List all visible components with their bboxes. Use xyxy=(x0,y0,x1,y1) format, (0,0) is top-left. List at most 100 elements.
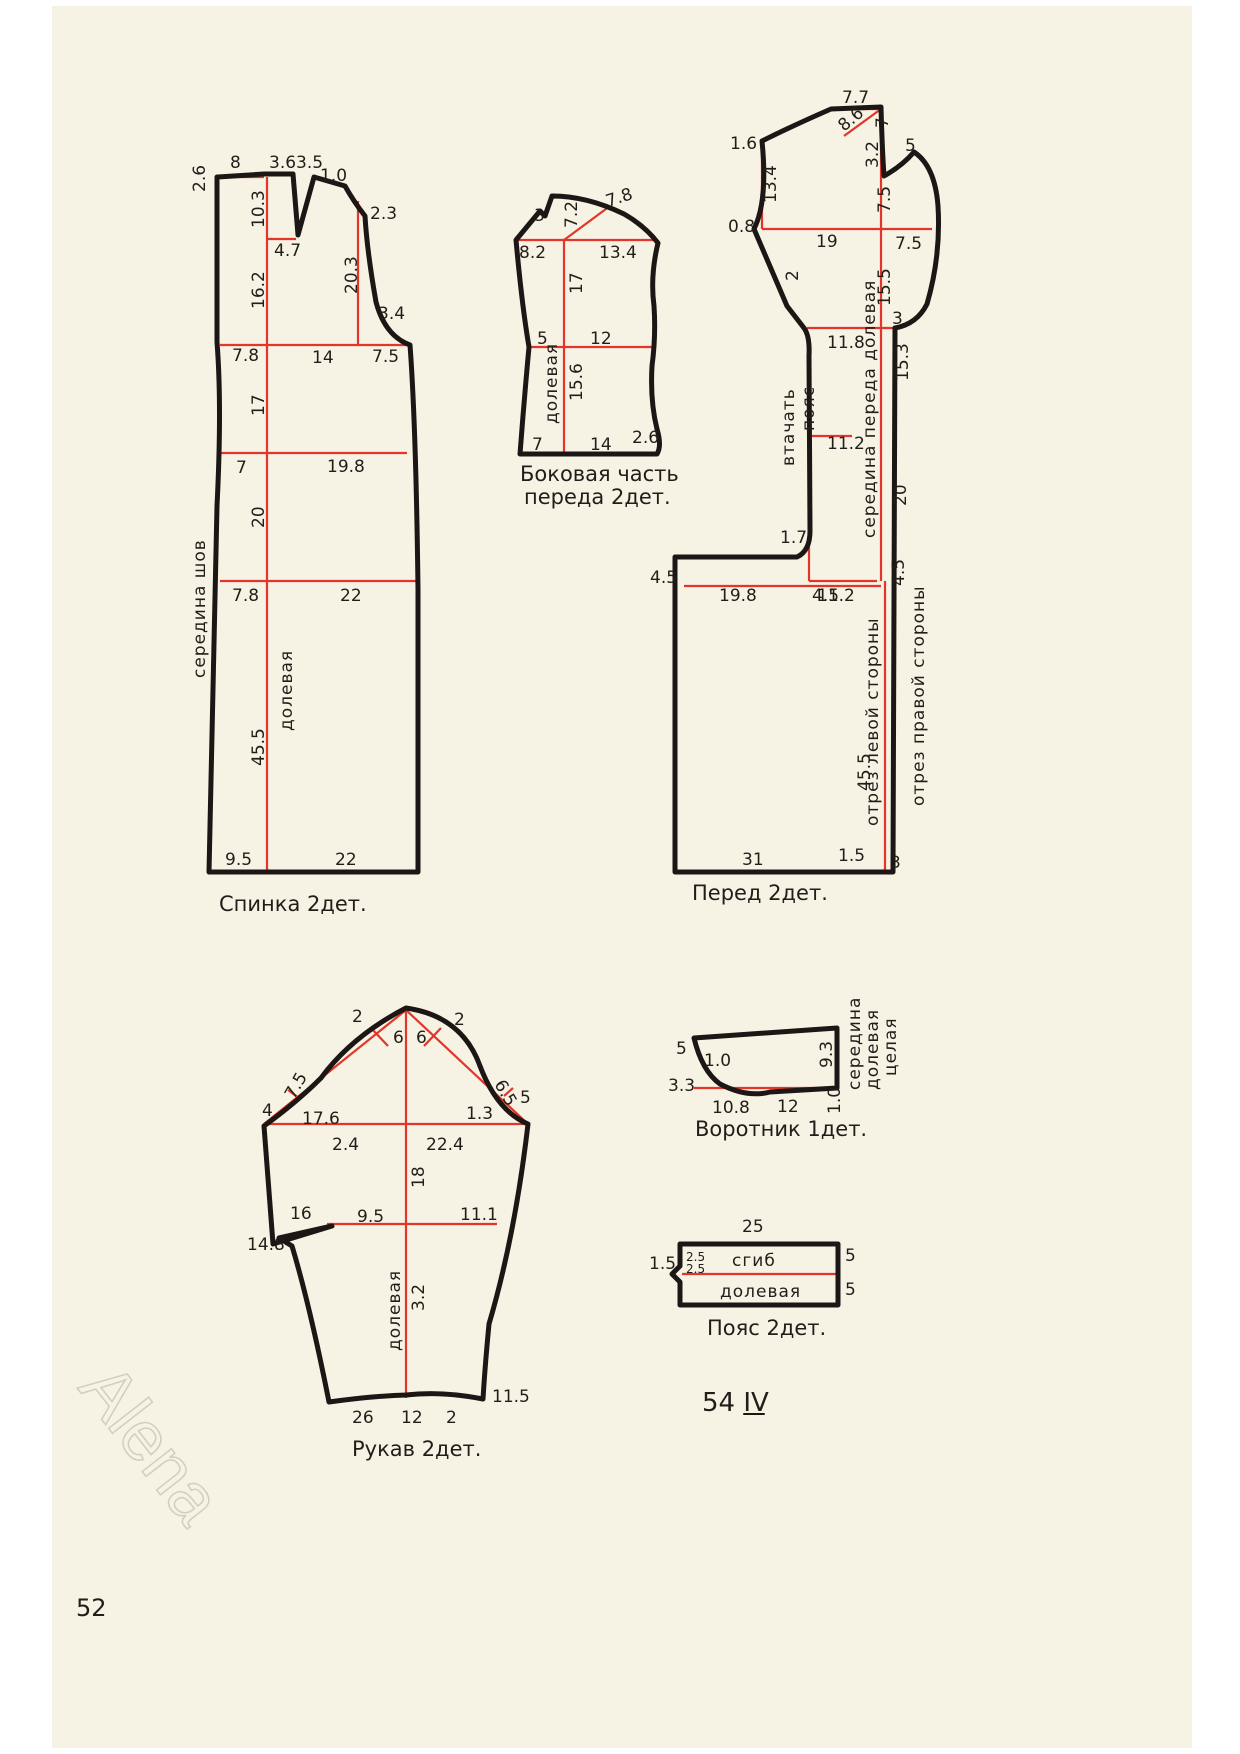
back-measurement-3: 3.6 xyxy=(269,153,296,173)
back-measurement-12: 7.8 xyxy=(232,346,259,366)
collar-label-1: середина xyxy=(845,997,865,1090)
back-measurement-8: 4.7 xyxy=(274,241,301,261)
back-center-seam-label: середина шов xyxy=(190,539,210,678)
front-measurement-28: 3 xyxy=(890,853,901,873)
sleeve-measurement-13: 18 xyxy=(409,1166,429,1188)
back-caption: Спинка 2дет. xyxy=(219,892,367,916)
front-cut-right-label: отрез правой стороны xyxy=(909,585,929,806)
side-front-caption-1: Боковая часть xyxy=(520,462,679,486)
front-measurement-23: 19.8 xyxy=(719,586,757,606)
sleeve-measurement-5: 7.5 xyxy=(281,1069,312,1102)
sleeve-measurement-18: 3.2 xyxy=(409,1284,429,1311)
belt-measurement-5: 5 xyxy=(845,1246,856,1266)
front-measurement-27: 1.5 xyxy=(838,846,865,866)
sleeve-measurement-4: 2 xyxy=(454,1010,465,1030)
front-measurement-26: 31 xyxy=(742,850,764,870)
sleeve-measurement-3: 6 xyxy=(416,1028,427,1048)
front-measurement-10: 19 xyxy=(816,232,838,252)
front-measurement-3: 7 xyxy=(873,117,893,128)
back-measurement-1: 2.6 xyxy=(190,165,210,192)
back-measurement-17: 19.8 xyxy=(327,457,365,477)
back-measurement-20: 22 xyxy=(340,586,362,606)
side-front-caption-2: переда 2дет. xyxy=(524,485,671,509)
back-measurement-22: 9.5 xyxy=(225,850,252,870)
front-insert-belt-label-1: втачать xyxy=(779,388,799,466)
back-measurement-2: 8 xyxy=(230,153,241,173)
front-measurement-15: 11.8 xyxy=(827,333,865,353)
front-measurement-25: 45.5 xyxy=(855,753,875,791)
side-measurement-2: 7.2 xyxy=(562,201,582,228)
front-measurement-13: 15.5 xyxy=(875,268,895,306)
front-measurement-24: 11.2 xyxy=(817,586,855,606)
side-measurement-5: 13.4 xyxy=(599,243,637,263)
front-measurement-5: 3.2 xyxy=(863,141,883,168)
belt-measurement-3: 2.5 xyxy=(686,1250,705,1264)
side-measurement-10: 7 xyxy=(532,435,543,455)
back-measurement-14: 7.5 xyxy=(372,347,399,367)
collar-measurement-6: 12 xyxy=(777,1097,799,1117)
back-measurement-16: 7 xyxy=(236,458,247,478)
front-center-grain-label: середина переда долевая xyxy=(860,280,880,538)
belt-grain-label: долевая xyxy=(720,1282,801,1302)
front-cut-left-label: отрез левой стороны xyxy=(863,617,883,826)
back-measurement-9: 20.3 xyxy=(342,256,362,294)
sleeve-measurement-1: 2 xyxy=(352,1007,363,1027)
sleeve-measurement-11: 2.4 xyxy=(332,1135,359,1155)
sleeve-grain-label: долевая xyxy=(385,1270,405,1351)
back-measurement-11: 3.4 xyxy=(378,304,405,324)
side-measurement-9: 15.6 xyxy=(567,363,587,401)
front-measurement-11: 7.5 xyxy=(895,234,922,254)
front-measurement-4: 5 xyxy=(905,136,916,156)
sleeve-measurement-6: 6.5 xyxy=(490,1077,521,1110)
front-measurement-6: 1.6 xyxy=(730,134,757,154)
back-measurement-10: 16.2 xyxy=(249,271,269,309)
sleeve-measurement-2: 6 xyxy=(393,1028,404,1048)
front-measurement-22: 4.5 xyxy=(650,568,677,588)
front-measurement-16: 15.3 xyxy=(893,343,913,381)
back-measurement-5: 1.0 xyxy=(320,166,347,186)
belt-measurement-1: 25 xyxy=(742,1217,764,1237)
sleeve-measurement-19: 26 xyxy=(352,1408,374,1428)
front-measurement-1: 7.7 xyxy=(842,88,869,108)
front-caption: Перед 2дет. xyxy=(692,881,828,905)
front-measurement-8: 7.5 xyxy=(875,186,895,213)
collar-measurement-2: 1.0 xyxy=(704,1051,731,1071)
belt-fold-label: сгиб xyxy=(732,1251,776,1271)
back-measurement-19: 7.8 xyxy=(232,586,259,606)
front-measurement-19: 1.7 xyxy=(780,528,807,548)
collar-measurement-1: 5 xyxy=(676,1039,687,1059)
sleeve-measurement-17: 14.8 xyxy=(247,1235,285,1255)
sleeve-measurement-21: 2 xyxy=(446,1408,457,1428)
belt-measurement-6: 5 xyxy=(845,1280,856,1300)
front-measurement-17: 11.2 xyxy=(827,434,865,454)
sleeve-measurement-10: 1.3 xyxy=(466,1104,493,1124)
side-measurement-8: 12 xyxy=(590,329,612,349)
front-measurement-7: 13.4 xyxy=(761,165,781,203)
back-measurement-4: 3.5 xyxy=(296,153,323,173)
front-measurement-20: 4.5 xyxy=(812,586,839,606)
front-measurement-9: 0.8 xyxy=(728,217,755,237)
belt-caption: Пояс 2дет. xyxy=(707,1316,826,1340)
front-insert-belt-label-2: пояс xyxy=(799,386,819,431)
sleeve-measurement-15: 9.5 xyxy=(357,1207,384,1227)
sleeve-measurement-14: 16 xyxy=(290,1204,312,1224)
side-measurement-3: 7.8 xyxy=(603,184,635,211)
back-measurement-6: 2.3 xyxy=(370,204,397,224)
watermark: Alena xyxy=(65,1349,237,1538)
front-measurement-12: 2 xyxy=(783,270,803,281)
collar-label-3: целая xyxy=(881,1017,901,1076)
belt-measurement-2: 1.5 xyxy=(649,1254,676,1274)
sleeve-measurement-9: 17.6 xyxy=(302,1109,340,1129)
collar-caption: Воротник 1дет. xyxy=(695,1117,867,1141)
sleeve-measurement-7: 5 xyxy=(520,1088,531,1108)
front-measurement-14: 3 xyxy=(892,309,903,329)
collar-measurement-5: 10.8 xyxy=(712,1098,750,1118)
sleeve-measurement-16: 11.1 xyxy=(460,1205,498,1225)
side-measurement-12: 2.6 xyxy=(632,428,659,448)
